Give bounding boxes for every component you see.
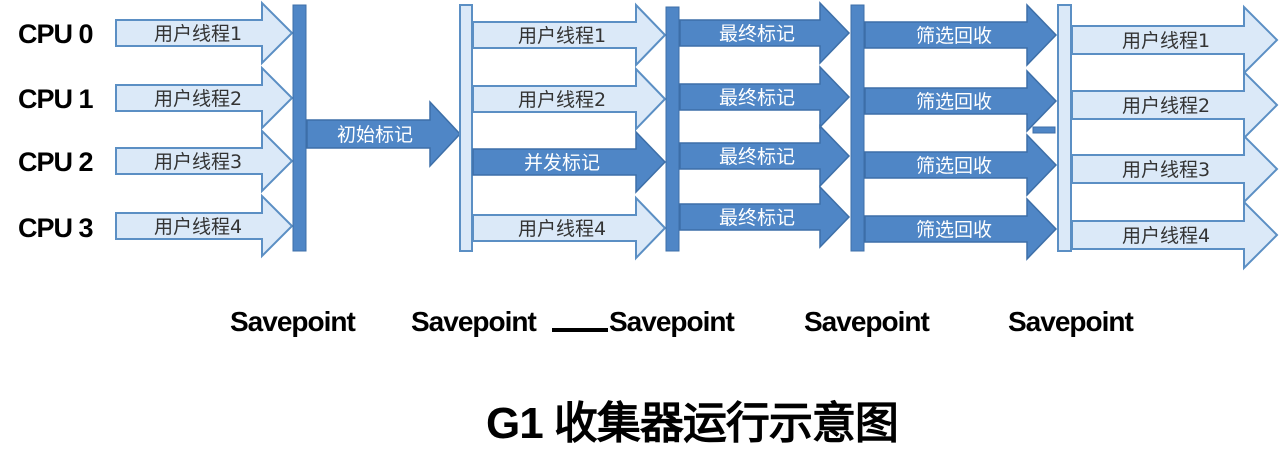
phase4-label-1: 筛选回收: [916, 91, 992, 113]
savepoint-bar-2: [459, 4, 473, 252]
phase3-arrow-3: 最终标记: [679, 185, 851, 249]
savepoint-bar-3: [665, 6, 680, 252]
cpu-labels: CPU 0 CPU 1 CPU 2 CPU 3: [18, 19, 95, 243]
phase3-label-2: 最终标记: [719, 146, 795, 168]
phase1-arrow-1: 用户线程2: [115, 65, 294, 131]
phase1-arrows: 用户线程1 用户线程2 用户线程3 用户线程4: [115, 0, 294, 259]
phase1-label-1: 用户线程2: [154, 88, 242, 110]
phase3-arrow-0: 最终标记: [679, 1, 851, 65]
phase5-arrow-2: 用户线程3: [1071, 133, 1279, 205]
phase4-label-2: 筛选回收: [916, 155, 992, 177]
phase1-arrow-0: 用户线程1: [115, 0, 294, 66]
phase3-arrow-1: 最终标记: [679, 65, 851, 129]
phase3-label-1: 最终标记: [719, 87, 795, 109]
phase5-label-2: 用户线程3: [1122, 159, 1210, 181]
phase2-label-0: 用户线程1: [518, 25, 606, 47]
phase4-arrows: 筛选回收 筛选回收 筛选回收 筛选回收: [864, 3, 1058, 261]
cpu-label-1: CPU 1: [18, 84, 94, 114]
phase4-arrow-1: 筛选回收: [864, 69, 1058, 133]
connector-dash: [1032, 126, 1056, 134]
phase2-arrow-2: 并发标记: [472, 130, 667, 194]
phase1-arrow-2: 用户线程3: [115, 128, 294, 194]
savepoint-label-3: Savepoint: [609, 306, 734, 337]
phase4-arrow-2: 筛选回收: [864, 133, 1058, 197]
phase3-arrow-2: 最终标记: [679, 124, 851, 188]
savepoint-label-5: Savepoint: [1008, 306, 1133, 337]
phase5-label-0: 用户线程1: [1122, 30, 1210, 52]
phase4-label-0: 筛选回收: [916, 25, 992, 47]
phase5-arrow-0: 用户线程1: [1071, 4, 1279, 76]
savepoint-bar-4: [850, 4, 865, 252]
phase3-arrows: 最终标记 最终标记 最终标记 最终标记: [679, 1, 851, 249]
savepoint-underline: [552, 328, 608, 332]
cpu-label-3: CPU 3: [18, 213, 94, 243]
cpu-label-0: CPU 0: [18, 19, 93, 49]
phase1-label-2: 用户线程3: [154, 151, 242, 173]
phase4-arrow-3: 筛选回收: [864, 197, 1058, 261]
savepoint-bar-1: [292, 4, 307, 252]
phase5-label-1: 用户线程2: [1122, 95, 1210, 117]
phase1-label-3: 用户线程4: [154, 216, 242, 238]
phase5-arrow-3: 用户线程4: [1071, 199, 1279, 271]
phase2-label-2: 并发标记: [524, 152, 600, 174]
phase1-label-0: 用户线程1: [154, 23, 242, 45]
savepoint-labels: Savepoint Savepoint Savepoint Savepoint …: [230, 306, 1134, 337]
phase2-arrow-1: 用户线程2: [472, 66, 667, 132]
savepoint-label-1: Savepoint: [230, 306, 355, 337]
cpu-label-2: CPU 2: [18, 147, 93, 177]
phase2-label-1: 用户线程2: [518, 89, 606, 111]
phase2-arrow-0: 用户线程1: [472, 2, 667, 68]
phase5-arrow-1: 用户线程2: [1071, 69, 1279, 141]
savepoint-label-4: Savepoint: [804, 306, 929, 337]
phase3-label-3: 最终标记: [719, 207, 795, 229]
phase4-arrow-0: 筛选回收: [864, 3, 1058, 67]
diagram-title: G1 收集器运行示意图: [486, 399, 898, 448]
initial-mark-label: 初始标记: [337, 124, 413, 146]
phase4-label-3: 筛选回收: [916, 219, 992, 241]
initial-mark-arrow: 初始标记: [306, 100, 462, 168]
phase2-arrow-3: 用户线程4: [472, 195, 667, 261]
savepoint-bar-5: [1057, 4, 1072, 252]
phase2-arrows: 用户线程1 用户线程2 并发标记 用户线程4: [472, 2, 667, 261]
phase1-arrow-3: 用户线程4: [115, 193, 294, 259]
phase5-label-3: 用户线程4: [1122, 225, 1210, 247]
phase2-label-3: 用户线程4: [518, 218, 606, 240]
savepoint-label-2: Savepoint: [411, 306, 536, 337]
phase3-label-0: 最终标记: [719, 23, 795, 45]
phase5-arrows: 用户线程1 用户线程2 用户线程3 用户线程4: [1071, 4, 1279, 271]
